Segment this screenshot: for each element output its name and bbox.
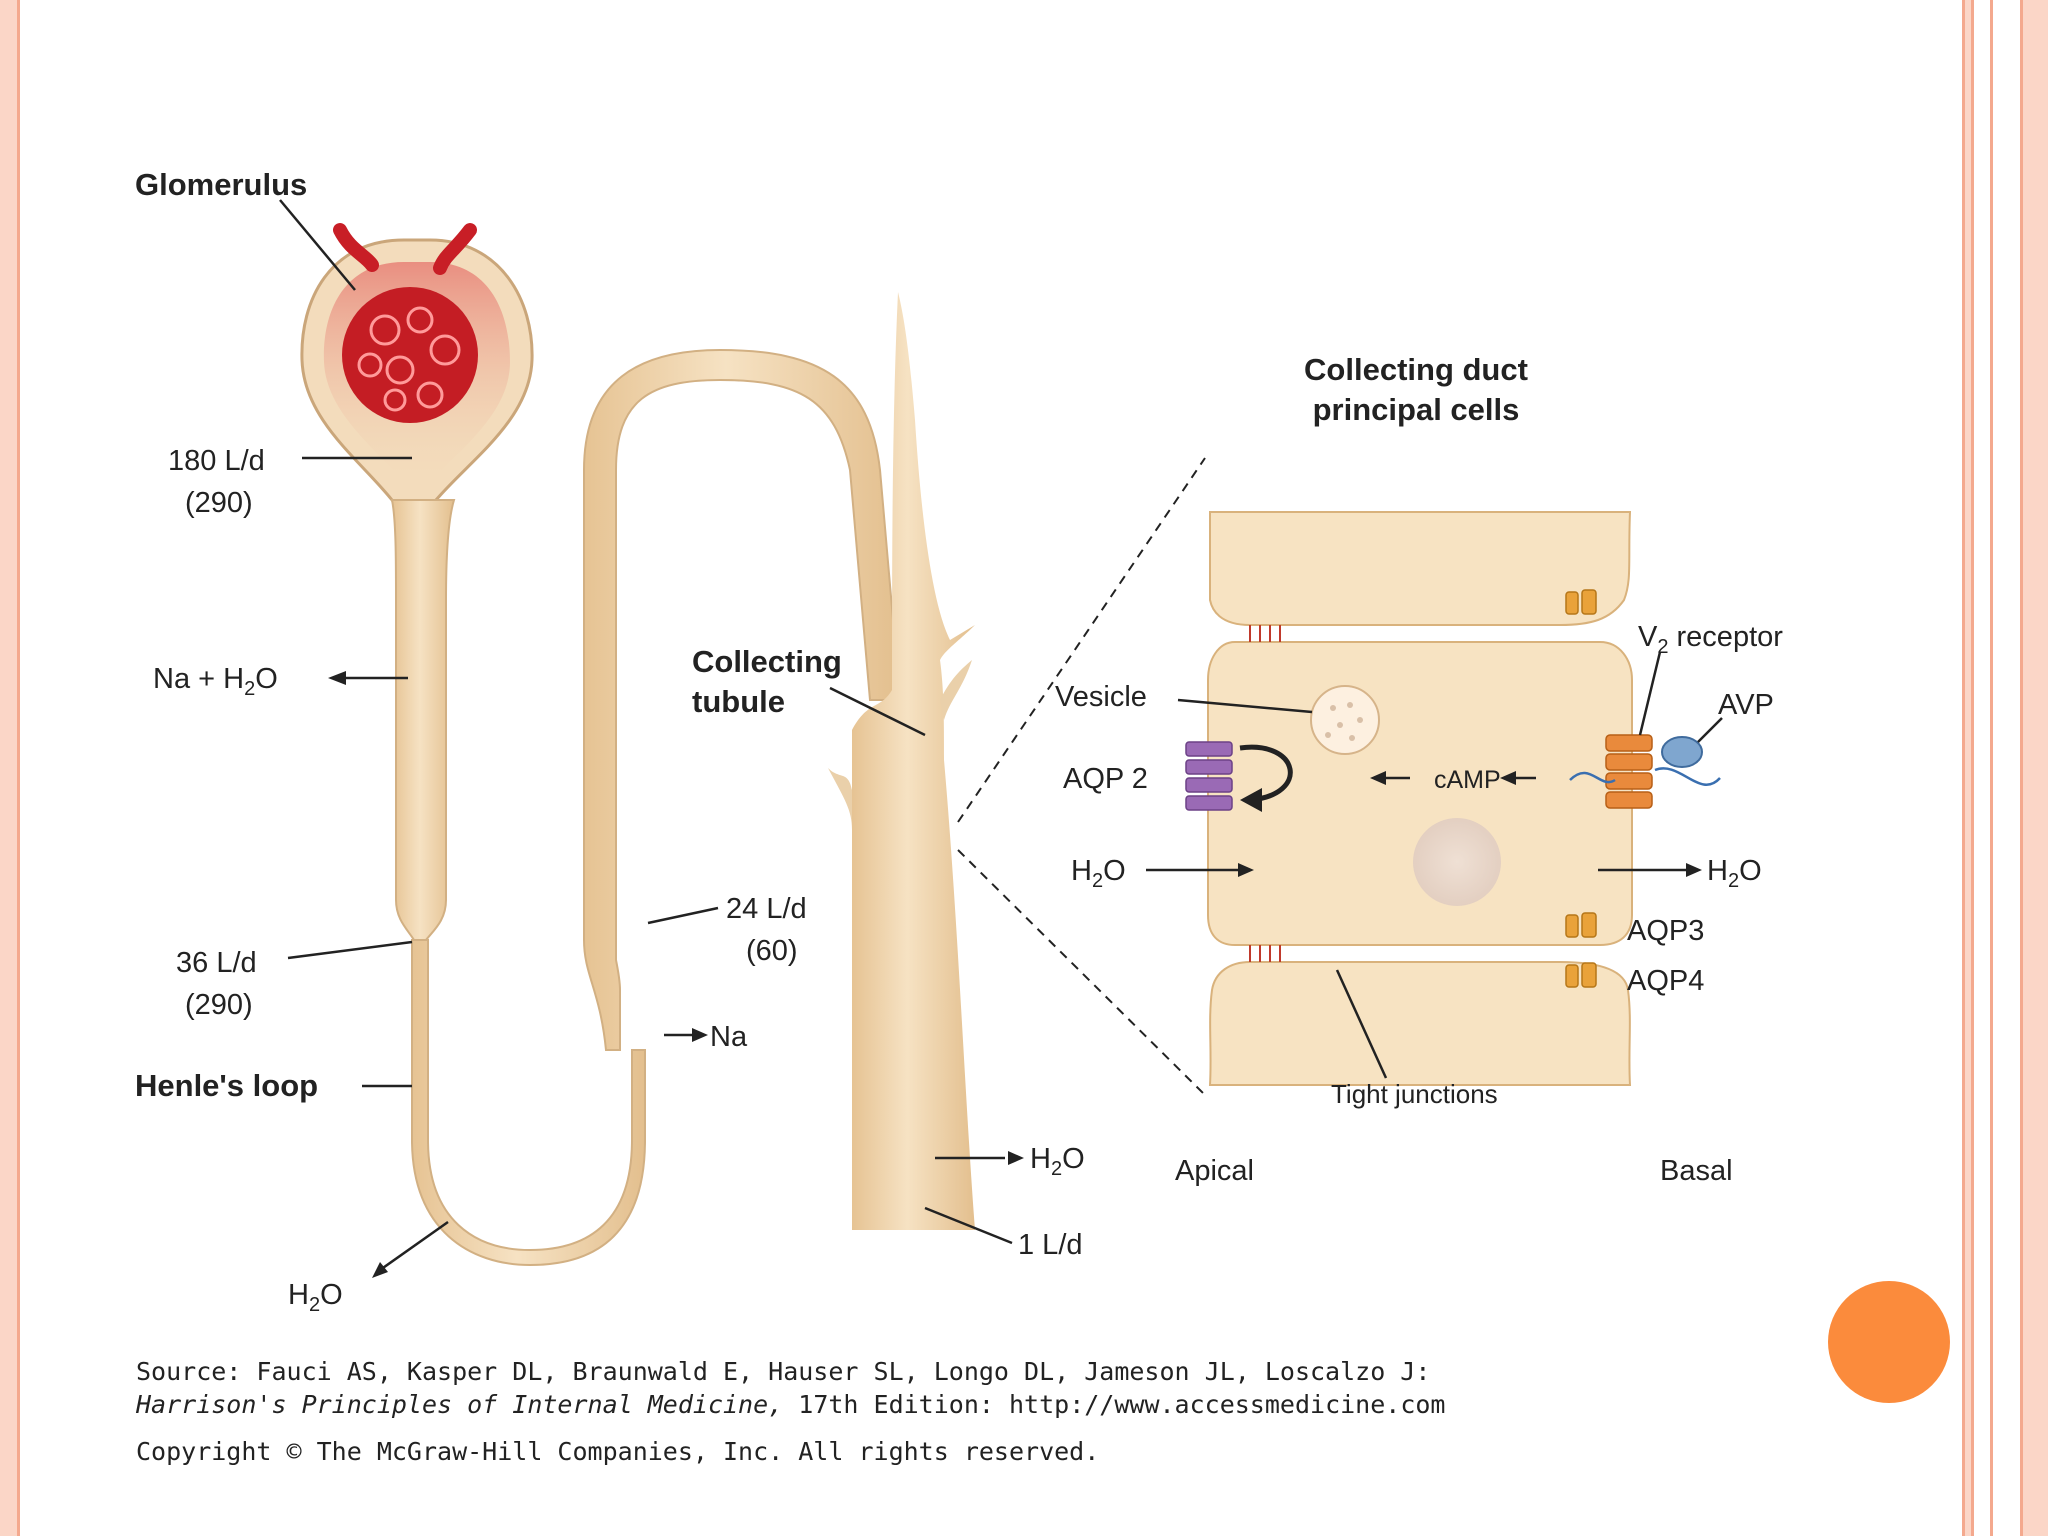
label-apical: Apical <box>1175 1155 1254 1187</box>
label-collecting: Collecting <box>692 644 842 679</box>
label-290a: (290) <box>185 487 253 519</box>
label-180: 180 L/d <box>168 445 265 477</box>
orange-circle-decoration <box>1828 1281 1950 1403</box>
avp-molecule <box>1661 736 1703 768</box>
aqp2-channels <box>1185 741 1233 811</box>
vesicle <box>1310 685 1380 755</box>
aqp3-aqp4-channels <box>1565 589 1597 988</box>
zoom-guide-lines <box>957 457 1206 1096</box>
glomerulus-capillaries <box>333 223 478 423</box>
label-h2o-in: H2O <box>1071 855 1126 892</box>
distal-tubule <box>583 348 902 1051</box>
label-avp: AVP <box>1718 689 1774 721</box>
copyright-notice: Copyright © The McGraw-Hill Companies, I… <box>136 1437 1100 1466</box>
label-basal: Basal <box>1660 1155 1733 1187</box>
arrow-head-icon <box>692 1028 708 1042</box>
arrow-head-icon <box>1008 1151 1024 1165</box>
label-v2-receptor: V2 receptor <box>1638 621 1783 658</box>
edition-url: 17th Edition: http://www.accessmedicine.… <box>783 1390 1446 1419</box>
label-henle: Henle's loop <box>135 1068 318 1103</box>
slide-frame-right-stripe <box>1962 0 1974 1536</box>
label-aqp2: AQP 2 <box>1063 763 1148 795</box>
label-h2o-bottom: H2O <box>288 1279 343 1316</box>
label-h2o-duct: H2O <box>1030 1143 1085 1180</box>
label-h2o-out: H2O <box>1707 855 1762 892</box>
principal-cells <box>1185 511 1721 1086</box>
label-na: Na <box>710 1021 748 1053</box>
label-aqp3: AQP3 <box>1627 915 1704 947</box>
label-cd-title2: principal cells <box>1313 392 1520 427</box>
label-glomerulus: Glomerulus <box>135 167 307 202</box>
arrow-head-icon <box>1686 863 1702 877</box>
v2-receptor <box>1605 734 1653 809</box>
proximal-tubule <box>390 499 456 941</box>
recycle-arrow-icon <box>1239 744 1293 803</box>
label-camp: cAMP <box>1434 766 1501 794</box>
label-tubule: tubule <box>692 684 785 719</box>
label-vesicle: Vesicle <box>1055 681 1147 713</box>
arrow-head-icon <box>1370 771 1386 785</box>
label-24: 24 L/d <box>726 893 807 925</box>
label-tight-junctions: Tight junctions <box>1331 1079 1498 1109</box>
label-aqp4: AQP4 <box>1627 965 1704 997</box>
label-36: 36 L/d <box>176 947 257 979</box>
slide-frame-right-stripe <box>1990 0 2004 1536</box>
label-1ld: 1 L/d <box>1018 1229 1083 1261</box>
arrow-head-icon <box>1238 863 1254 877</box>
collecting-duct <box>852 292 975 1230</box>
label-cd-title1: Collecting duct <box>1304 352 1528 387</box>
source-citation-line2: Harrison's Principles of Internal Medici… <box>136 1390 1445 1419</box>
slide-frame-right-stripe <box>2020 0 2048 1536</box>
book-title: Harrison's Principles of Internal Medici… <box>136 1390 784 1419</box>
arrow-head-icon <box>1500 771 1516 785</box>
source-citation-line1: Source: Fauci AS, Kasper DL, Braunwald E… <box>136 1357 1431 1386</box>
label-290b: (290) <box>185 989 253 1021</box>
arrow-head-icon <box>372 1262 388 1278</box>
diagram-labels: Glomerulus 180 L/d (290) Na + H2O 36 L/d… <box>135 167 1783 1316</box>
label-60: (60) <box>746 935 798 967</box>
nephron-annotations <box>279 199 1013 1272</box>
arrow-head-icon <box>328 671 346 685</box>
nucleus <box>1413 818 1501 906</box>
label-na-h2o: Na + H2O <box>153 663 278 700</box>
slide-frame-left <box>0 0 20 1536</box>
